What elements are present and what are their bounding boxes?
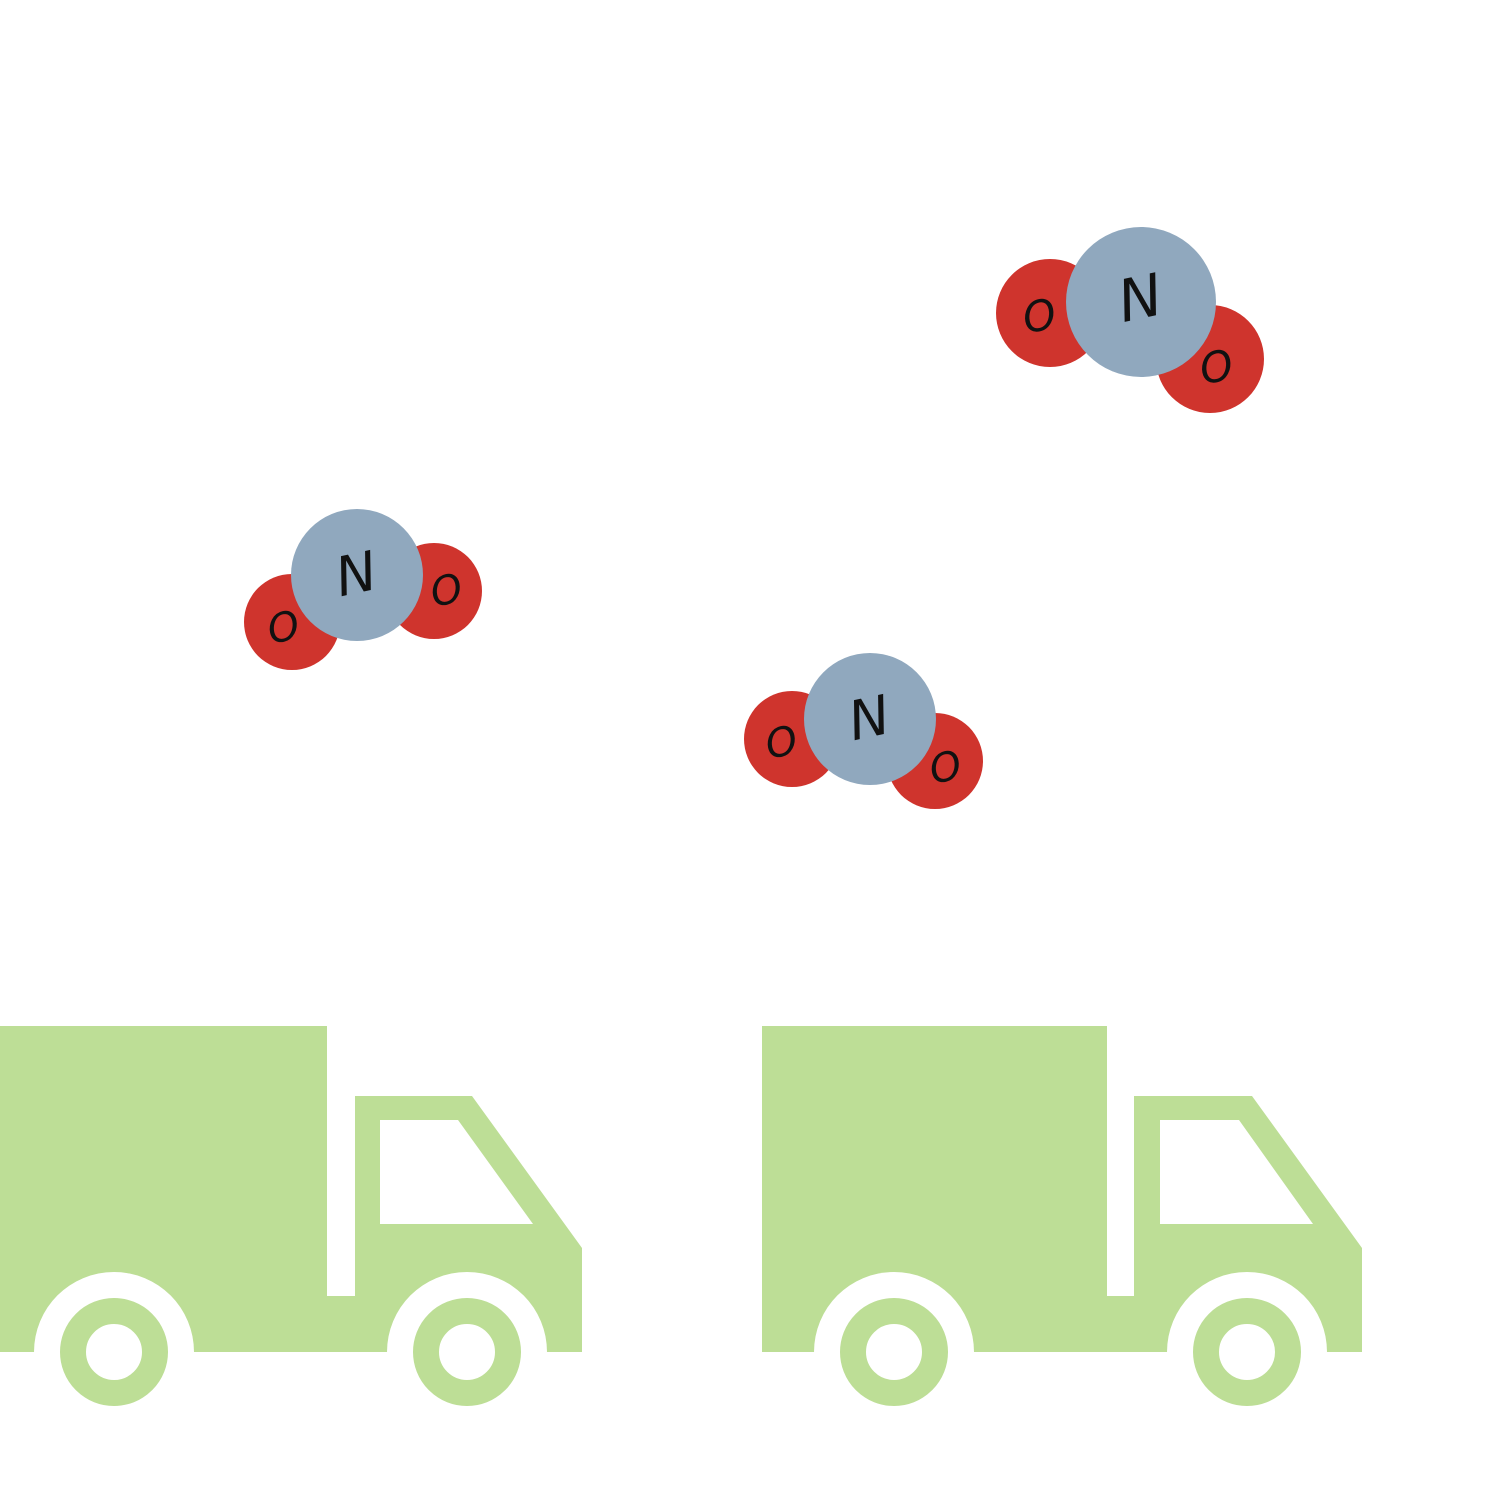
nitrogen-atom: [804, 653, 936, 785]
no2-molecule: O O N: [996, 227, 1264, 413]
delivery-truck-icon: [0, 1026, 582, 1432]
nitrogen-atom: [1066, 227, 1216, 377]
nitrogen-atom: [291, 509, 423, 641]
delivery-truck-icon: [762, 1026, 1362, 1432]
no2-molecule: O O N: [744, 653, 983, 809]
no2-molecule: O O N: [244, 509, 482, 670]
